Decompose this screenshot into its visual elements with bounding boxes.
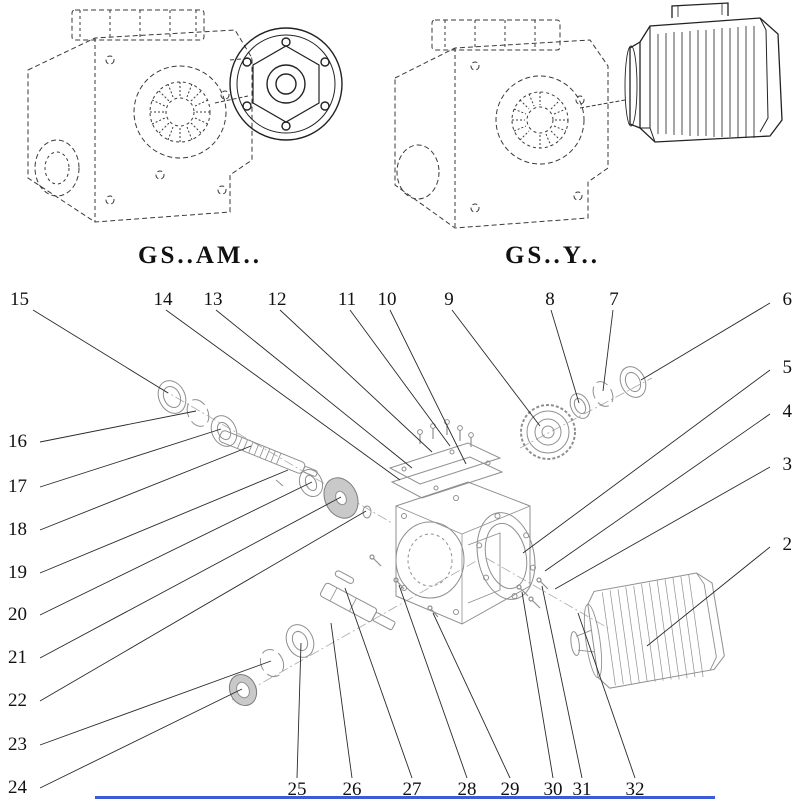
am-flange-disc: [229, 27, 343, 141]
leader-line-24: [39, 688, 243, 789]
output-flange-5: [476, 512, 537, 600]
leader-line-19: [39, 469, 289, 574]
small-fasteners: [369, 554, 549, 618]
leader-line-16: [39, 410, 197, 443]
gearbox-y-drawing: [394, 19, 626, 229]
leader-line-22: [39, 510, 367, 702]
gear-housing: [395, 481, 531, 625]
callout-number-25: 25: [288, 779, 307, 800]
callout-number-27: 27: [403, 779, 422, 800]
worm-shaft-18: [218, 430, 318, 477]
leader-line-23: [39, 660, 272, 746]
leader-line-20: [39, 481, 313, 616]
leader-line-4: [544, 413, 771, 572]
y-input-bore: [495, 75, 585, 165]
leader-line-7: [602, 309, 614, 392]
leader-line-12: [279, 309, 433, 453]
center-axes: [159, 377, 653, 701]
callout-number-15: 15: [10, 289, 29, 310]
callout-number-5: 5: [783, 357, 793, 378]
leader-line-10: [389, 309, 467, 465]
input-gear-9: [520, 404, 576, 460]
callout-number-16: 16: [8, 431, 27, 452]
leader-line-13: [215, 309, 413, 469]
callout-number-9: 9: [444, 289, 454, 310]
variant-label-gs-am: GS..AM..: [138, 242, 262, 269]
snap-ring-7: [592, 381, 614, 407]
leader-line-17: [39, 428, 222, 488]
exploded-motor-2: [570, 572, 725, 689]
leader-line-11: [349, 309, 451, 447]
pin-19: [275, 479, 284, 487]
callout-number-31: 31: [573, 779, 592, 800]
callout-number-18: 18: [8, 519, 27, 540]
callout-number-24: 24: [8, 777, 28, 798]
leader-line-26: [330, 622, 353, 779]
am-input-bore: [133, 65, 227, 159]
shaft-key-27: [334, 570, 355, 584]
callout-number-29: 29: [501, 779, 520, 800]
y-motor-drawing: [624, 2, 783, 143]
callout-number-20: 20: [8, 604, 27, 625]
gearbox-am-drawing: [27, 9, 253, 223]
callout-number-2: 2: [783, 534, 793, 555]
exploded-view: [157, 366, 725, 707]
leader-line-30: [521, 591, 554, 779]
leader-line-25: [296, 642, 302, 779]
leader-line-29: [432, 612, 511, 779]
leader-line-21: [39, 496, 342, 659]
bottom-accent-line: [95, 796, 715, 799]
ring-22: [362, 505, 372, 519]
leader-line-28: [398, 584, 468, 779]
bearing-25: [285, 624, 315, 658]
output-shaft-26: [319, 582, 396, 631]
leader-line-5: [522, 369, 771, 554]
top-cover-assembly: [388, 419, 504, 499]
leader-line-32: [577, 612, 636, 779]
circlip-16: [186, 399, 210, 427]
callout-number-8: 8: [545, 289, 555, 310]
callout-number-11: 11: [338, 289, 356, 310]
callout-number-12: 12: [268, 289, 287, 310]
callout-number-7: 7: [609, 289, 619, 310]
callout-number-17: 17: [8, 476, 27, 497]
leader-line-27: [344, 587, 413, 779]
callout-number-22: 22: [8, 690, 27, 711]
callout-number-10: 10: [378, 289, 397, 310]
leader-line-8: [550, 309, 580, 404]
leader-line-31: [541, 585, 583, 779]
leader-line-9: [451, 309, 541, 427]
bearing-20: [298, 468, 324, 498]
callout-number-32: 32: [626, 779, 645, 800]
variant-label-gs-y: GS..Y..: [504, 242, 601, 269]
leader-line-3: [554, 466, 771, 590]
spacer-ring-8: [569, 393, 591, 419]
seal-ring-6: [619, 366, 647, 398]
callout-number-21: 21: [8, 647, 27, 668]
callout-number-6: 6: [783, 289, 793, 310]
callout-number-23: 23: [8, 734, 27, 755]
leader-line-6: [640, 302, 771, 381]
callout-number-14: 14: [154, 289, 174, 310]
leader-line-2: [646, 546, 771, 647]
callout-number-3: 3: [783, 454, 793, 475]
washer-24: [228, 673, 258, 707]
leader-line-15: [32, 309, 169, 394]
leader-line-18: [39, 445, 252, 531]
callout-number-4: 4: [783, 401, 793, 422]
callout-number-30: 30: [544, 779, 563, 800]
callout-number-19: 19: [8, 562, 27, 583]
leader-line-14: [165, 309, 401, 481]
callout-number-28: 28: [458, 779, 477, 800]
callout-number-13: 13: [204, 289, 223, 310]
oil-seal-15: [157, 380, 187, 414]
circlip-23: [259, 648, 285, 678]
callout-number-26: 26: [343, 779, 362, 800]
leader-layer: [32, 302, 771, 789]
